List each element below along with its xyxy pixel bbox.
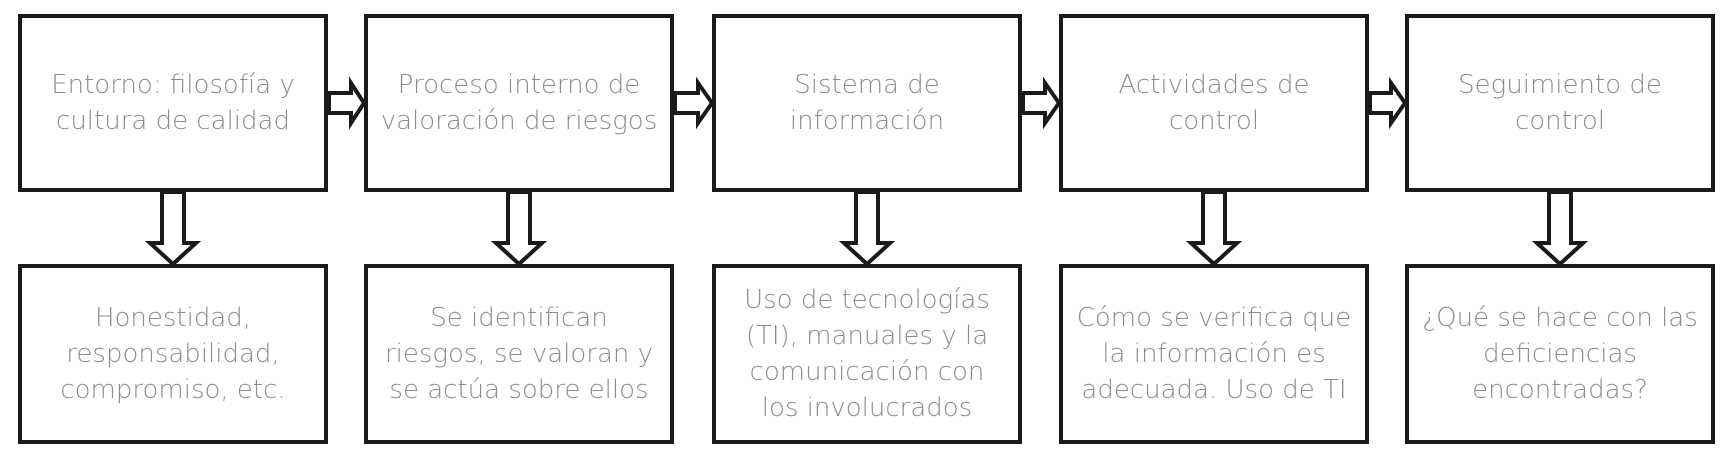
down-arrow-icon: [144, 190, 202, 267]
detail-box-sistema-informacion: Uso de tecnologías (TI), manuales y la c…: [712, 264, 1022, 444]
stage-title: Sistema de información: [789, 70, 945, 136]
stage-box-entorno: Entorno: filosofía y cultura de calidad: [18, 14, 328, 192]
down-arrow-icon: [1531, 190, 1589, 267]
detail-box-valoracion-riesgos: Se identifican riesgos, se valoran y se …: [364, 264, 674, 444]
stage-detail: ¿Qué se hace con las deficiencias encont…: [1422, 303, 1698, 405]
detail-box-seguimiento-control: ¿Qué se hace con las deficiencias encont…: [1405, 264, 1715, 444]
down-arrow-icon: [490, 190, 548, 267]
stage-title: Seguimiento de control: [1458, 70, 1662, 136]
stage-box-valoracion-riesgos: Proceso interno de valoración de riesgos: [364, 14, 674, 192]
detail-box-actividades-control: Cómo se verifica que la información es a…: [1059, 264, 1369, 444]
stage-box-sistema-informacion: Sistema de información: [712, 14, 1022, 192]
stage-title: Proceso interno de valoración de riesgos: [380, 70, 658, 136]
down-arrow-icon: [838, 190, 896, 267]
stage-detail: Uso de tecnologías (TI), manuales y la c…: [744, 285, 990, 423]
stage-detail: Honestidad, responsabilidad, compromiso,…: [60, 303, 286, 405]
stage-detail: Cómo se verifica que la información es a…: [1076, 303, 1352, 405]
down-arrow-icon: [1185, 190, 1243, 267]
stage-detail: Se identifican riesgos, se valoran y se …: [384, 303, 654, 405]
stage-title: Entorno: filosofía y cultura de calidad: [51, 70, 295, 136]
right-arrow-icon: [327, 76, 367, 130]
right-arrow-icon: [673, 76, 715, 130]
right-arrow-icon: [1368, 76, 1408, 130]
detail-box-entorno: Honestidad, responsabilidad, compromiso,…: [18, 264, 328, 444]
stage-box-seguimiento-control: Seguimiento de control: [1405, 14, 1715, 192]
stage-box-actividades-control: Actividades de control: [1059, 14, 1369, 192]
right-arrow-icon: [1021, 76, 1062, 130]
stage-title: Actividades de control: [1118, 70, 1310, 136]
